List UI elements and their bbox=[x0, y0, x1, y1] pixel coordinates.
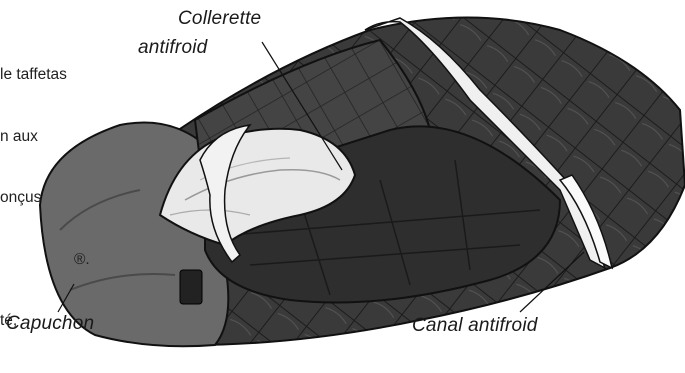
callout-draft-collar: Collerette antifroid bbox=[178, 4, 261, 62]
zipper-pull-icon bbox=[180, 270, 202, 304]
description-line: ®. bbox=[74, 250, 90, 271]
callout-draft-tube: Canal antifroid bbox=[412, 315, 538, 337]
callout-collar-line1: Collerette bbox=[178, 4, 261, 33]
description-line: le taffetas bbox=[0, 65, 90, 86]
description-line: onçus bbox=[0, 188, 90, 209]
callout-hood: Capuchon bbox=[6, 313, 94, 335]
callout-collar-line2: antifroid bbox=[138, 33, 261, 62]
description-line: n aux bbox=[0, 127, 90, 148]
